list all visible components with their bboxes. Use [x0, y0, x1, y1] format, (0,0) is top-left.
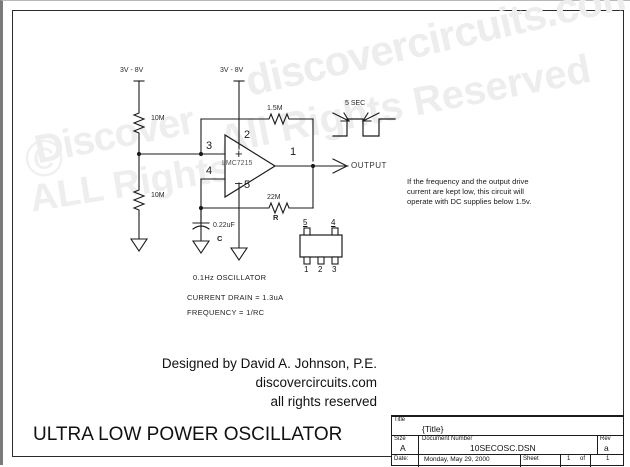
caption-current-drain: CURRENT DRAIN = 1.3uA: [187, 293, 284, 302]
opamp-part-label: LMC7215: [222, 160, 253, 167]
pin-label-4: 4: [206, 165, 213, 177]
title-block-row-date: [392, 454, 623, 467]
junction-dot: [136, 151, 142, 157]
credit-website: discovercircuits.com: [255, 375, 377, 390]
resistor-22m-label: 22M: [267, 194, 281, 201]
drawing-frame: [12, 10, 624, 457]
supply-label-right: 3V - 8V: [220, 67, 244, 74]
sheet-of-label: of: [580, 456, 586, 462]
document-number-value: 10SECOSC.DSN: [470, 443, 536, 453]
date-caption: Date:: [394, 456, 409, 462]
document-number-caption: Document Number: [422, 436, 473, 442]
package-pin-1: [303, 256, 311, 265]
waveform-dimension-label: 5 SEC: [345, 100, 366, 107]
capacitor-refdes: C: [217, 234, 223, 243]
opamp-plus-sign: +: [235, 146, 243, 161]
capacitor-label: 0.22uF: [213, 222, 235, 229]
design-note-line-2: current are kept low, this circuit will: [407, 187, 524, 196]
resistor-10m-bottom-label: 10M: [151, 192, 165, 199]
package-pin-label-4: 4: [331, 218, 336, 227]
pin-label-3: 3: [206, 140, 213, 152]
caption-frequency: FREQUENCY = 1/RC: [187, 308, 265, 317]
sheet-number: 1: [567, 456, 571, 462]
sheet-caption: Sheet: [523, 456, 539, 462]
output-waveform: [332, 118, 396, 137]
design-note-line-1: If the frequency and the output drive: [407, 177, 529, 186]
rev-caption: Rev: [600, 436, 611, 442]
caption-oscillator: 0.1Hz OSCILLATOR: [193, 273, 267, 282]
package-pin-5: [303, 227, 311, 236]
resistor-22m-refdes: R: [273, 213, 279, 222]
title-block: Title {Title} Size A Document Number 10S…: [391, 415, 624, 467]
resistor-1p5m-label: 1.5M: [267, 105, 283, 112]
dimension-arrow-right: [362, 112, 380, 122]
title-caption: Title: [394, 417, 406, 423]
output-port-arrow: [332, 158, 349, 174]
schematic-drawing: + –: [129, 80, 396, 265]
title-value: {Title}: [422, 424, 444, 434]
pin-label-2: 2: [244, 129, 251, 141]
opamp-triangle: [224, 133, 277, 199]
resistor-1p5m-symbol: [264, 112, 294, 126]
package-pin-label-5: 5: [303, 218, 308, 227]
pin-label-5: 5: [244, 179, 251, 191]
credit-designer: Designed by David A. Johnson, P.E.: [161, 356, 377, 371]
supply-label-left: 3V - 8V: [120, 67, 144, 74]
opamp-minus-sign: –: [235, 175, 243, 190]
ground-symbol-left: [129, 238, 149, 252]
resistor-22m-symbol: [264, 201, 294, 215]
package-pin-2: [317, 256, 325, 265]
page-title: ULTRA LOW POWER OSCILLATOR: [33, 424, 343, 445]
output-label: OUTPUT: [351, 161, 387, 170]
package-pin-label-1: 1: [304, 265, 309, 274]
resistor-10m-top-label: 10M: [151, 115, 165, 122]
date-value: Monday, May 29, 2000: [424, 456, 490, 463]
package-body: [299, 234, 343, 258]
ground-symbol-cap: [191, 240, 211, 254]
dimension-arrow-left: [332, 112, 350, 122]
title-block-row-title: [392, 416, 623, 435]
title-block-row-docnum: [392, 435, 623, 454]
resistor-10m-bottom-symbol: [132, 185, 146, 216]
size-caption: Size: [394, 436, 406, 442]
rev-value: a: [604, 443, 609, 453]
cap-plate-bottom: [192, 225, 210, 230]
package-pin-3: [331, 256, 339, 265]
design-note-line-3: operate with DC supplies below 1.5v.: [407, 197, 532, 206]
resistor-10m-top-symbol: [132, 108, 146, 139]
credit-rights: all rights reserved: [270, 394, 377, 409]
pin-label-1: 1: [290, 146, 297, 158]
ground-symbol-vminus: [229, 247, 249, 261]
package-pin-label-2: 2: [318, 265, 323, 274]
package-pin-label-3: 3: [332, 265, 337, 274]
sheet-total: 1: [606, 456, 610, 462]
size-value: A: [400, 443, 406, 453]
package-pin-4: [331, 227, 339, 236]
